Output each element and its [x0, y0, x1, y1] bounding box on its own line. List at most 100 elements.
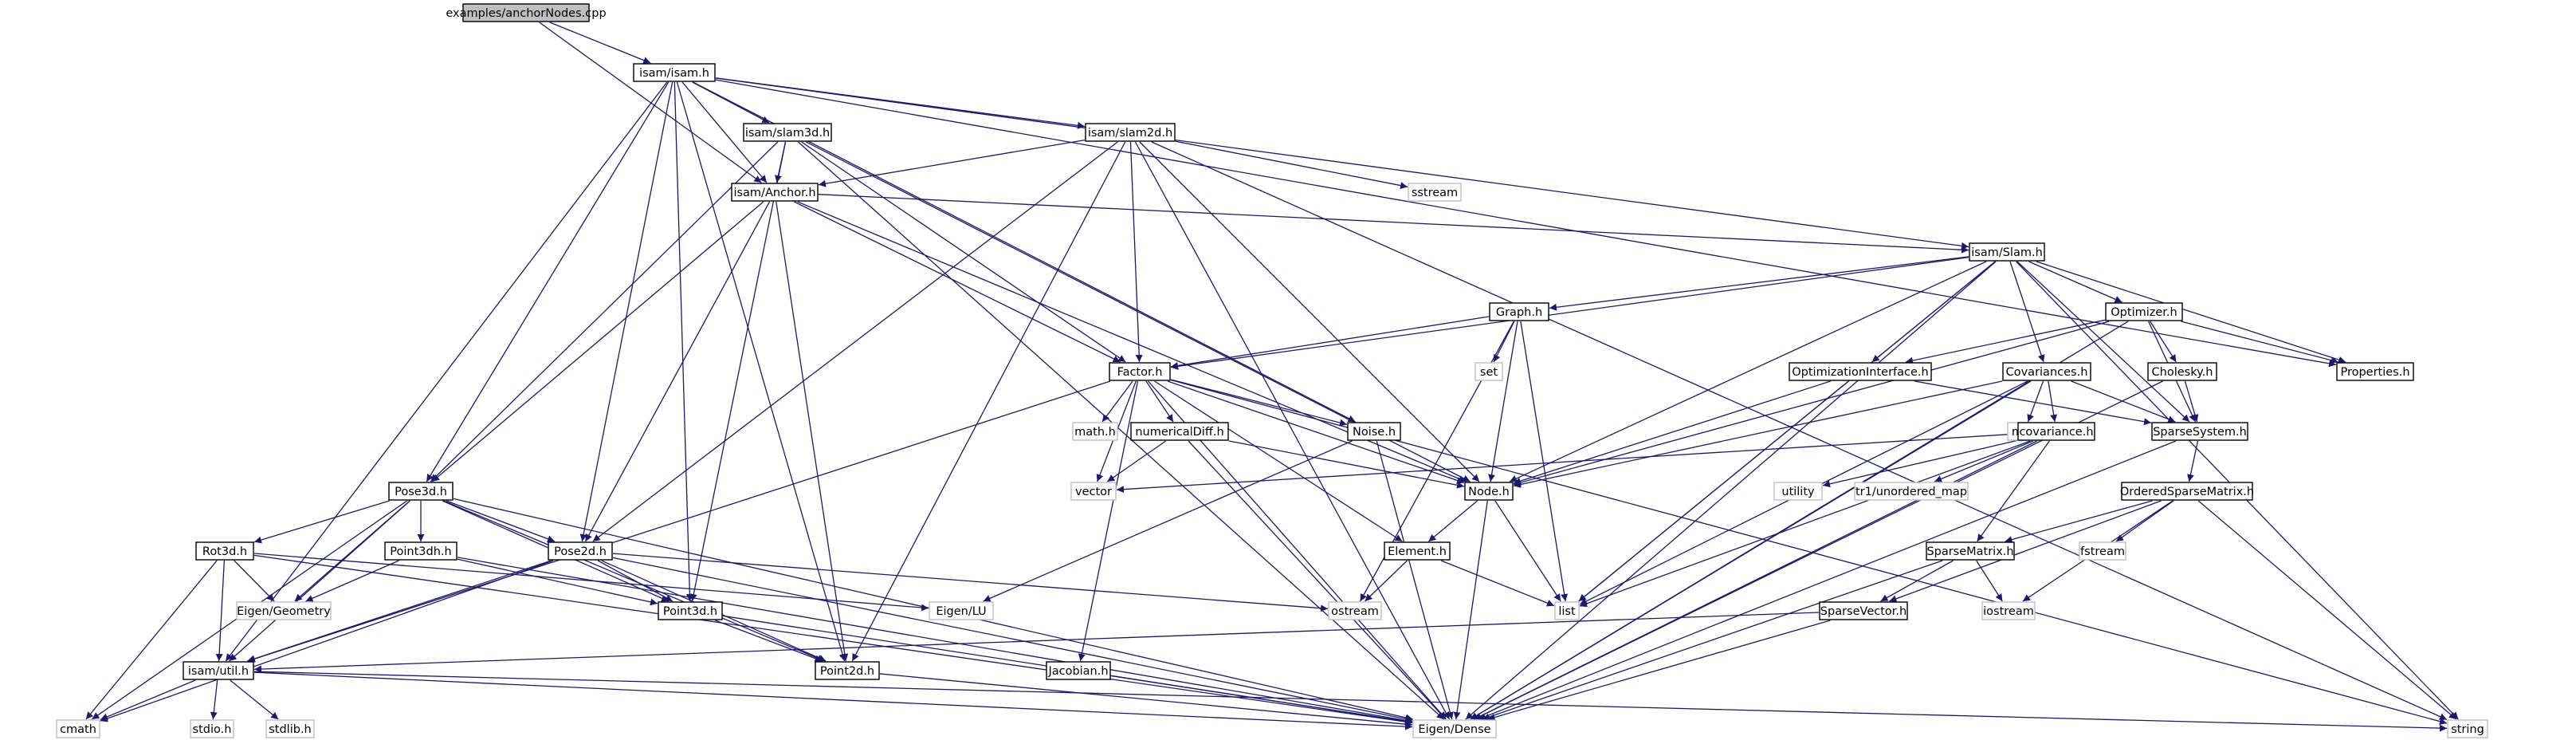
node-anchor-cpp[interactable]: examples/anchorNodes.cpp	[446, 3, 607, 22]
edge-line	[794, 201, 1121, 363]
node-isam-h[interactable]: isam/isam.h	[633, 63, 716, 82]
edge-point3dh-h-to-eigen-geom	[305, 560, 399, 602]
node-label: iostream	[1983, 605, 2034, 618]
node-jacobian-h[interactable]: Jacobian.h	[1046, 661, 1111, 680]
edge-line	[549, 22, 651, 64]
edge-line	[1134, 141, 1451, 720]
node-box	[1789, 362, 1932, 381]
node-numdiff-h[interactable]: numericalDiff.h	[1130, 422, 1229, 441]
node-pose3d-h[interactable]: Pose3d.h	[388, 482, 454, 501]
node-label: Graph.h	[1496, 306, 1542, 319]
edge-optimizer-h-to-cholesky-h	[2150, 321, 2177, 363]
node-mathh: math.h	[1072, 422, 1118, 441]
edge-line	[1440, 560, 1555, 607]
node-slam-h[interactable]: isam/Slam.h	[1969, 242, 2045, 262]
node-sparsematrix-h[interactable]: SparseMatrix.h	[1926, 541, 2015, 561]
edge-node-h-to-eigen-dense	[1453, 500, 1488, 720]
edge-line	[851, 141, 1126, 662]
node-box	[1773, 482, 1823, 501]
node-label: Noise.h	[1353, 426, 1396, 439]
node-label: Rot3d.h	[202, 545, 247, 558]
node-noise-h[interactable]: Noise.h	[1347, 422, 1401, 441]
node-box	[1554, 601, 1580, 620]
edge-noise-h-to-eigen-lu	[983, 440, 1353, 602]
edge-line	[1934, 440, 2034, 482]
edge-covariance-h-to-list	[1579, 440, 2031, 608]
node-properties-h[interactable]: Properties.h	[2336, 362, 2414, 381]
edge-anchor-h-to-factor-h	[794, 201, 1121, 363]
edge-line	[431, 201, 764, 482]
node-graph-h[interactable]: Graph.h	[1489, 302, 1549, 321]
edge-line	[539, 22, 762, 183]
node-sparsevector-h[interactable]: SparseVector.h	[1819, 601, 1908, 620]
node-label: list	[1558, 605, 1576, 618]
edge-line	[818, 139, 1086, 187]
node-slam2d[interactable]: isam/slam2d.h	[1085, 123, 1176, 142]
edge-anchor-h-to-point2d-h	[776, 201, 849, 662]
node-factor-h[interactable]: Factor.h	[1109, 362, 1171, 381]
edge-util-h-to-stdlib	[230, 679, 279, 720]
edge-line	[2197, 500, 2457, 720]
node-box	[658, 601, 723, 620]
node-covariance-h[interactable]: covariance.h	[2017, 422, 2095, 441]
node-point3dh-h[interactable]: Point3dh.h	[384, 541, 457, 561]
node-box	[548, 541, 613, 561]
edge-slam2d-to-pose2d-h	[592, 141, 1118, 542]
edge-line	[1977, 440, 2050, 542]
edge-pose2d-h-to-util-h	[247, 560, 552, 663]
edge-line	[1513, 321, 2110, 486]
node-label: ostream	[1331, 605, 1379, 618]
edge-pose3d-h-to-util-h	[229, 500, 410, 662]
node-label: Optimizer.h	[2111, 306, 2177, 319]
edge-pose2d-h-to-ostream	[612, 553, 1329, 612]
edge-slam2d-to-node-h	[1139, 141, 1480, 482]
edge-util-h-to-string	[253, 671, 2448, 732]
node-box	[815, 661, 880, 680]
edge-covariance-h-to-sparsematrix-h	[1977, 440, 2050, 542]
node-box	[1046, 661, 1111, 680]
node-tr1map: tr1/unordered_map	[1854, 482, 1969, 501]
edge-line	[1482, 560, 1943, 721]
edge-point3dh-h-to-eigen-dense	[457, 557, 1413, 724]
node-osm-h[interactable]: OrderedSparseMatrix.h	[2120, 482, 2254, 501]
node-pose2d-h[interactable]: Pose2d.h	[548, 541, 613, 561]
node-box	[2147, 362, 2217, 381]
node-rot3d-h[interactable]: Rot3d.h	[195, 541, 254, 561]
node-util-h[interactable]: isam/util.h	[183, 661, 254, 680]
edge-line	[210, 679, 218, 720]
edge-osm-h-to-sparsevector-h	[1889, 500, 2162, 603]
node-list: list	[1554, 601, 1580, 620]
node-element-h[interactable]: Element.h	[1384, 541, 1451, 561]
edge-slam2d-to-factor-h	[1129, 141, 1143, 363]
edge-line	[2181, 321, 2338, 364]
node-box	[2017, 422, 2095, 441]
node-node-h[interactable]: Node.h	[1464, 482, 1514, 501]
edge-line	[443, 500, 825, 662]
edge-isam-h-to-util-h	[225, 81, 668, 662]
node-anchor-h[interactable]: isam/Anchor.h	[731, 183, 819, 202]
edge-line	[100, 679, 196, 721]
node-point2d-h[interactable]: Point2d.h	[815, 661, 880, 680]
node-box	[1854, 482, 1969, 501]
node-optimizer-h[interactable]: Optimizer.h	[2105, 302, 2183, 321]
edge-line	[215, 560, 226, 662]
node-slam3d[interactable]: isam/slam3d.h	[743, 123, 832, 142]
edge-line	[1170, 256, 1969, 370]
edge-line	[1513, 380, 1831, 485]
edge-line	[1488, 321, 1518, 482]
node-sparsesystem-h[interactable]: SparseSystem.h	[2151, 422, 2248, 441]
edge-rot3d-h-to-eigen-geom	[234, 560, 275, 602]
node-optint-h[interactable]: OptimizationInterface.h	[1789, 362, 1932, 381]
edge-line	[689, 141, 787, 602]
node-point3d-h[interactable]: Point3d.h	[658, 601, 723, 620]
node-cholesky-h[interactable]: Cholesky.h	[2147, 362, 2217, 381]
edge-line	[1487, 620, 1831, 721]
edge-line	[1976, 560, 2003, 602]
node-box	[2121, 482, 2253, 501]
edge-slam3d-to-pose3d-h	[430, 141, 779, 482]
node-box	[190, 719, 234, 738]
node-covariances-h[interactable]: Covariances.h	[2002, 362, 2091, 381]
edge-line	[612, 557, 1413, 722]
node-ostream: ostream	[1328, 601, 1382, 620]
node-label: string	[2451, 723, 2484, 736]
